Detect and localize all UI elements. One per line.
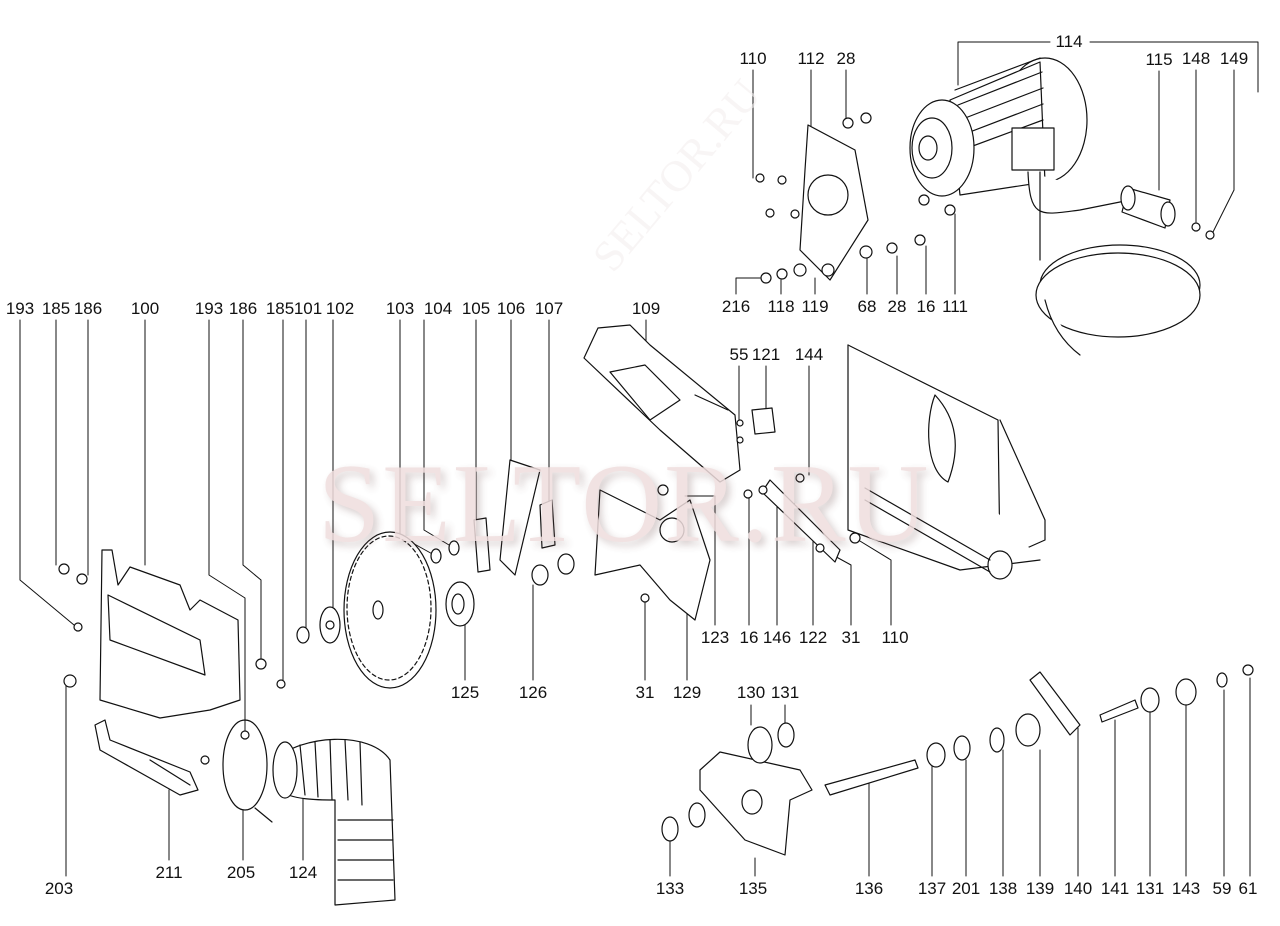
part-label-61: 61 <box>1238 879 1258 898</box>
part-label-110: 110 <box>881 628 909 647</box>
part-label-119: 119 <box>801 297 829 316</box>
part-label-186: 186 <box>228 299 258 318</box>
part-label-148: 148 <box>1181 49 1211 68</box>
part-label-28: 28 <box>836 49 856 68</box>
part-label-109: 109 <box>631 299 661 318</box>
part-label-141: 141 <box>1100 879 1130 898</box>
guard-plate-129 <box>594 484 711 621</box>
part-label-185: 185 <box>265 299 295 318</box>
mounting-plate-112 <box>755 112 956 284</box>
part-label-31: 31 <box>635 683 655 702</box>
part-label-205: 205 <box>226 863 256 882</box>
part-label-203: 203 <box>44 879 74 898</box>
part-label-139: 139 <box>1025 879 1055 898</box>
saw-frame <box>847 344 1046 580</box>
part-label-131: 131 <box>770 683 800 702</box>
part-label-216: 216 <box>721 297 751 316</box>
part-label-126: 126 <box>518 683 548 702</box>
link-arm-122 <box>736 407 861 563</box>
part-label-68: 68 <box>857 297 877 316</box>
upper-blade-guard-100 <box>58 549 286 765</box>
part-label-144: 144 <box>794 345 824 364</box>
part-label-143: 143 <box>1171 879 1201 898</box>
part-label-122: 122 <box>798 628 828 647</box>
part-label-140: 140 <box>1063 879 1093 898</box>
part-label-133: 133 <box>655 879 685 898</box>
saw-blade <box>343 531 437 689</box>
part-label-186: 186 <box>73 299 103 318</box>
hose-clamp-205 <box>222 719 273 823</box>
part-label-55: 55 <box>729 345 749 364</box>
part-label-106: 106 <box>496 299 526 318</box>
part-label-136: 136 <box>854 879 884 898</box>
arbor-shaft-136 <box>824 664 1254 796</box>
part-label-100: 100 <box>130 299 160 318</box>
part-label-193: 193 <box>194 299 224 318</box>
part-label-28: 28 <box>887 297 907 316</box>
part-label-123: 123 <box>700 628 730 647</box>
motor-114 <box>909 57 1201 356</box>
belt-guard-109 <box>583 324 741 483</box>
part-label-135: 135 <box>738 879 768 898</box>
chute-211 <box>94 719 199 796</box>
part-label-105: 105 <box>461 299 491 318</box>
part-label-102: 102 <box>325 299 355 318</box>
part-label-59: 59 <box>1212 879 1232 898</box>
part-label-110: 110 <box>739 49 767 68</box>
part-label-131: 131 <box>1135 879 1165 898</box>
part-label-104: 104 <box>423 299 453 318</box>
part-label-114: 114 <box>1055 32 1083 51</box>
part-label-130: 130 <box>736 683 766 702</box>
part-label-201: 201 <box>951 879 981 898</box>
part-label-31: 31 <box>841 628 861 647</box>
part-label-129: 129 <box>672 683 702 702</box>
capacitor-115 <box>1120 185 1215 240</box>
part-label-185: 185 <box>41 299 71 318</box>
arbor-bracket-135 <box>661 722 813 856</box>
part-label-211: 211 <box>155 863 183 882</box>
part-label-121: 121 <box>751 345 781 364</box>
part-label-101: 101 <box>293 299 323 318</box>
part-label-124: 124 <box>288 863 318 882</box>
part-label-137: 137 <box>917 879 947 898</box>
part-label-111: 111 <box>942 297 968 316</box>
part-label-118: 118 <box>767 297 795 316</box>
part-label-125: 125 <box>450 683 480 702</box>
part-label-107: 107 <box>534 299 564 318</box>
part-label-193: 193 <box>5 299 35 318</box>
dust-hose-124 <box>272 738 396 906</box>
flanges <box>296 459 575 644</box>
part-label-16: 16 <box>739 628 759 647</box>
part-label-112: 112 <box>797 49 825 68</box>
part-label-103: 103 <box>385 299 415 318</box>
part-label-16: 16 <box>916 297 936 316</box>
part-label-138: 138 <box>988 879 1018 898</box>
part-label-149: 149 <box>1219 49 1249 68</box>
part-label-146: 146 <box>762 628 792 647</box>
part-label-115: 115 <box>1145 50 1173 69</box>
